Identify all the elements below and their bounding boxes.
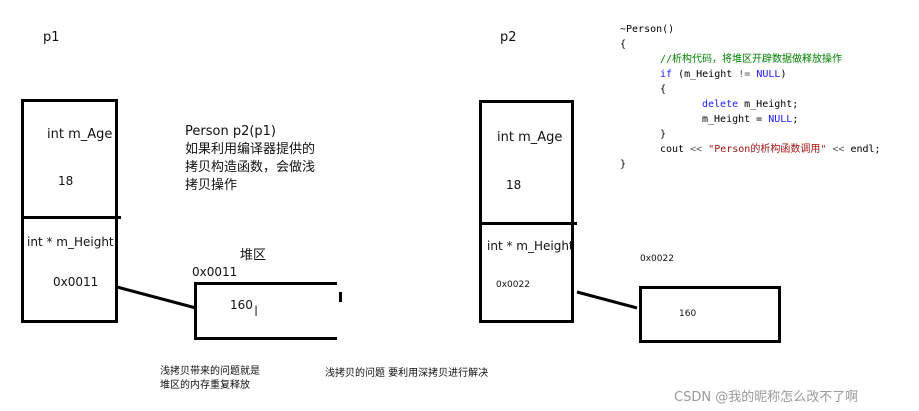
code-text: m_Height = [702,114,769,125]
code-line: } [620,157,881,172]
code-keyword: delete [702,99,739,110]
p1-height-field: int * m_Height [27,235,114,249]
destructor-code: ~Person() { //析构代码，将堆区开辟数据做释放操作 if (m_He… [620,22,881,172]
code-text: cout [660,144,691,155]
code-line: { [620,37,881,52]
code-text: } [660,129,667,140]
code-text: { [660,84,667,95]
code-operator: != [738,69,751,80]
p2-age-value: 18 [506,178,522,192]
shallow-copy-note-line: 如果利用编译器提供的 [185,142,316,157]
code-operator: << [832,144,845,155]
code-operator: << [690,144,703,155]
p1-object-box [21,99,121,323]
code-text: ) [780,69,787,80]
right-heap-address: 0x0022 [640,254,674,264]
left-heap-block [194,282,337,340]
code-line: ~Person() [620,22,881,37]
left-heap-value: 160 [230,298,253,312]
csdn-watermark: CSDN @我的昵称怎么改不了啊 [674,390,859,405]
code-text: ~Person() [620,24,675,35]
deep-copy-solution-note: 浅拷贝的问题 要利用深拷贝进行解决 [325,368,489,379]
copy-constructor-title: Person p2(p1) [185,124,277,139]
code-line: } [620,127,881,142]
code-text: } [620,159,627,170]
code-comment: //析构代码，将堆区开辟数据做释放操作 [660,54,843,65]
p2-age-field: int m_Age [497,130,563,145]
code-line: delete m_Height; [620,97,881,112]
code-text: m_Height; [738,99,799,110]
code-text: endl; [844,144,881,155]
code-text: ; [792,114,799,125]
problem-note-line: 堆区的内存重复释放 [160,380,250,391]
p1-divider [24,216,121,219]
p2-height-value: 0x0022 [496,280,530,290]
code-keyword: NULL [768,114,793,125]
code-text: { [620,39,627,50]
p1-age-value: 18 [58,174,74,188]
shallow-copy-note-line: 拷贝构造函数，会做浅 [185,160,316,175]
right-heap-block [639,286,781,343]
code-line: cout << "Person的析构函数调用" << endl; [620,142,881,157]
code-keyword: NULL [756,69,781,80]
shallow-copy-note-line: 拷贝操作 [185,178,238,193]
p2-object-box [479,100,577,323]
code-line: { [620,82,881,97]
p1-age-field: int m_Age [47,127,113,142]
code-line: m_Height = NULL; [620,112,881,127]
right-pointer-arrow [576,290,638,310]
code-line: //析构代码，将堆区开辟数据做释放操作 [620,52,881,67]
p2-height-field: int * m_Height [487,239,574,253]
p1-height-value: 0x0011 [53,275,99,289]
p2-divider [482,222,577,225]
text-cursor-icon: I [254,304,259,320]
code-text: (m_Height [672,69,739,80]
shallow-copy-note: 如果利用编译器提供的 拷贝构造函数，会做浅 拷贝操作 [185,141,315,195]
heap-label: 堆区 [240,248,267,263]
code-string: "Person的析构函数调用" [702,144,833,155]
p2-label: p2 [500,30,517,45]
right-heap-value: 160 [679,309,697,319]
heap-block-edge-mark [339,292,342,302]
code-keyword: if [660,69,673,80]
code-line: if (m_Height != NULL) [620,67,881,82]
left-heap-address: 0x0011 [192,265,238,279]
p1-label: p1 [43,30,60,45]
left-pointer-arrow [116,285,197,310]
problem-note: 浅拷贝带来的问题就是 堆区的内存重复释放 [160,365,260,393]
problem-note-line: 浅拷贝带来的问题就是 [160,366,260,377]
